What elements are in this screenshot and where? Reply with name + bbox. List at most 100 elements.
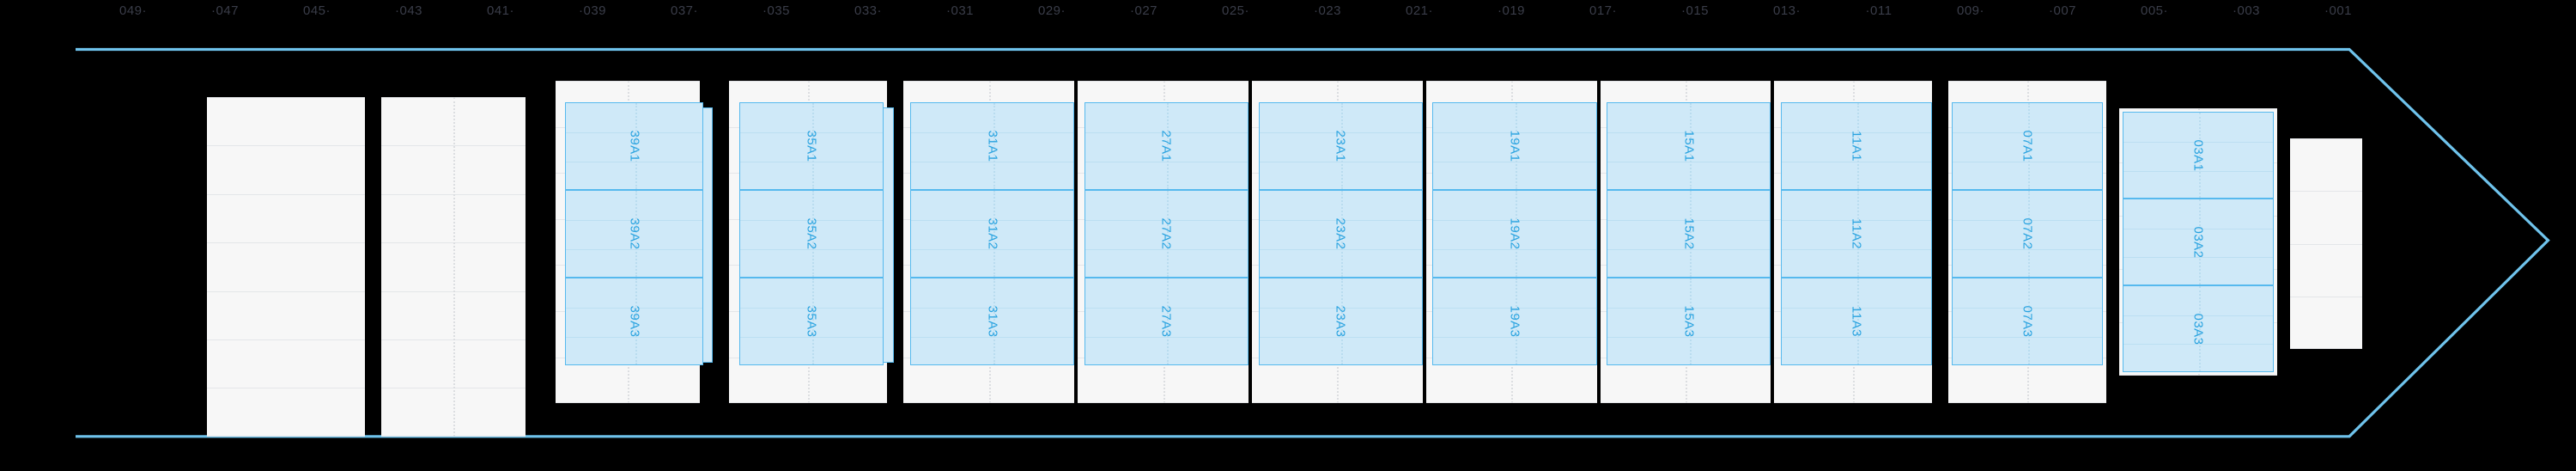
tier-centerline — [993, 278, 995, 365]
tier-label: 27A2 — [1158, 217, 1174, 250]
bay-tier-highlight[interactable]: 03A1 — [2122, 112, 2274, 199]
bay-tier-highlight[interactable]: 39A3 — [565, 278, 703, 366]
tier-centerline — [1167, 102, 1170, 189]
bay-row-divider — [2290, 243, 2363, 245]
bay-tier-highlight[interactable]: 23A3 — [1258, 278, 1423, 366]
tier-row-divider — [1084, 220, 1249, 222]
bay-tier-highlight[interactable]: 15A1 — [1607, 101, 1771, 190]
tier-row-divider — [1781, 220, 1931, 222]
tier-centerline — [1856, 278, 1859, 365]
tier-row-divider — [910, 132, 1074, 133]
tier-row-divider — [739, 308, 884, 309]
bay-tier-highlight[interactable]: 27A3 — [1084, 278, 1249, 366]
bay-tier-highlight[interactable]: 07A2 — [1951, 189, 2103, 278]
ruler-tick-label: ·047 — [210, 3, 240, 18]
ruler-tick-label: 029· — [1037, 3, 1066, 18]
tier-centerline — [635, 278, 637, 365]
bay-tier-highlight[interactable]: 15A2 — [1607, 189, 1771, 278]
tier-row-divider — [1607, 308, 1771, 309]
tier-centerline — [1689, 102, 1692, 189]
bay-deck-panel — [207, 97, 365, 437]
tier-centerline — [1167, 190, 1170, 278]
bay-tier-highlight[interactable]: 35A1 — [738, 101, 884, 190]
tier-row-divider — [1607, 337, 1771, 339]
bay-tier-highlight[interactable]: 11A2 — [1780, 189, 1932, 278]
tier-row-divider — [1952, 220, 2102, 222]
bay-tier-highlight[interactable]: 31A3 — [909, 278, 1075, 366]
bay-tier-highlight[interactable]: 11A3 — [1780, 278, 1932, 366]
tier-centerline — [2027, 278, 2030, 365]
bay-tier-highlight[interactable]: 39A1 — [565, 101, 703, 190]
tier-centerline — [635, 190, 637, 278]
bay-row-divider — [207, 291, 365, 292]
bay-row-divider — [207, 145, 365, 147]
bay-tier-highlight[interactable]: 35A3 — [738, 278, 884, 366]
bay-tier-highlight[interactable]: 19A1 — [1432, 101, 1597, 190]
ruler-tick-label: 049· — [118, 3, 148, 18]
bay-plain-left-1[interactable] — [207, 97, 365, 437]
bay-tier-highlight[interactable]: 31A1 — [909, 101, 1075, 190]
tier-row-divider — [910, 308, 1074, 309]
tier-label: 19A1 — [1507, 130, 1522, 162]
tier-row-divider — [739, 249, 884, 251]
tier-centerline — [2027, 190, 2030, 278]
tier-row-divider — [2123, 315, 2273, 316]
tier-label: 27A1 — [1158, 130, 1174, 162]
ruler-tick-label: 017· — [1589, 3, 1618, 18]
tier-row-divider — [1084, 308, 1249, 309]
tier-label: 03A3 — [2190, 313, 2206, 346]
bay-tier-highlight[interactable]: 27A2 — [1084, 189, 1249, 278]
tier-row-divider — [1259, 132, 1422, 133]
tier-row-divider — [2123, 344, 2273, 346]
tier-row-divider — [739, 337, 884, 339]
bay-tier-highlight[interactable]: 23A1 — [1258, 101, 1423, 190]
tier-row-divider — [1607, 132, 1771, 133]
bay-tier-highlight[interactable]: 35A2 — [738, 189, 884, 278]
ruler-tick-label: ·031 — [945, 3, 975, 18]
bay-tier-highlight[interactable]: 07A1 — [1951, 101, 2103, 190]
tier-label: 31A2 — [985, 217, 1000, 250]
tier-row-divider — [1952, 249, 2102, 251]
tier-label: 23A2 — [1333, 217, 1348, 250]
bay-tier-highlight[interactable]: 07A3 — [1951, 278, 2103, 366]
bay-tier-highlight[interactable]: 03A3 — [2122, 285, 2274, 373]
tier-row-divider — [910, 337, 1074, 339]
bay-tier-highlight[interactable]: 11A1 — [1780, 101, 1932, 190]
tier-row-divider — [1952, 308, 2102, 309]
bay-row-divider — [207, 193, 365, 195]
tier-label: 39A1 — [627, 130, 641, 162]
bay-plain-left-2[interactable] — [380, 97, 526, 437]
bay-tier-highlight[interactable]: 19A3 — [1432, 278, 1597, 366]
tier-centerline — [1856, 102, 1859, 189]
tier-centerline — [2198, 286, 2201, 372]
bay-tier-highlight[interactable]: 19A2 — [1432, 189, 1597, 278]
ruler-tick-label: 009· — [1956, 3, 1985, 18]
tier-centerline — [1341, 102, 1344, 189]
bay-tier-highlight[interactable]: 23A2 — [1258, 189, 1423, 278]
bay-plain-right-1[interactable] — [2290, 138, 2363, 350]
tier-row-divider — [1433, 308, 1596, 309]
bay-tier-highlight[interactable]: 03A2 — [2122, 199, 2274, 286]
ruler-tick-label: ·019 — [1497, 3, 1526, 18]
tier-label: 23A3 — [1333, 305, 1348, 338]
tier-row-divider — [1433, 337, 1596, 339]
tier-row-divider — [2123, 170, 2273, 172]
tier-label: 35A1 — [804, 130, 819, 162]
tier-centerline — [2198, 199, 2201, 285]
tier-row-divider — [1952, 337, 2102, 339]
bay-tier-highlight[interactable]: 15A3 — [1607, 278, 1771, 366]
ruler-tick-label: 045· — [302, 3, 331, 18]
tier-label: 31A1 — [985, 130, 1000, 162]
bay-centerline — [453, 97, 456, 437]
tier-row-divider — [1607, 220, 1771, 222]
ruler-tick-label: ·039 — [578, 3, 607, 18]
tier-label: 03A2 — [2190, 226, 2206, 259]
tier-label: 31A3 — [985, 305, 1000, 338]
tier-centerline — [1167, 278, 1170, 365]
bay-tier-highlight[interactable]: 27A1 — [1084, 101, 1249, 190]
bay-tier-highlight[interactable]: 39A2 — [565, 189, 703, 278]
tier-row-divider — [739, 132, 884, 133]
bay-tier-highlight[interactable]: 31A2 — [909, 189, 1075, 278]
tier-row-divider — [1433, 220, 1596, 222]
